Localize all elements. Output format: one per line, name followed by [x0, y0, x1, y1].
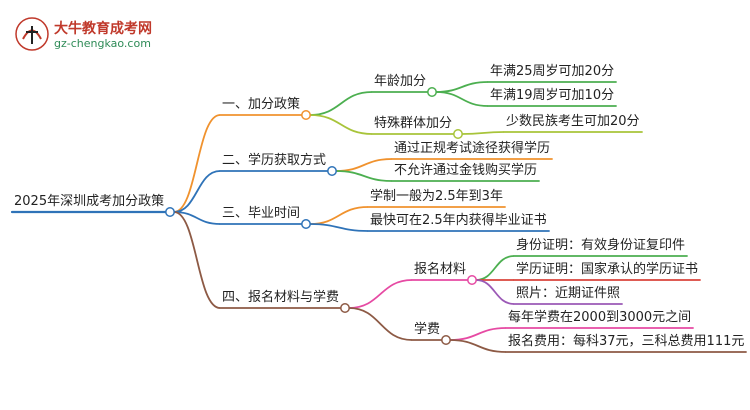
connector-b3-1-1 — [449, 339, 507, 353]
leaf-exam-fee: 报名费用：每科37元，三科总费用111元 — [508, 334, 745, 349]
connector-b1 — [173, 170, 221, 213]
connector-b3 — [173, 211, 221, 309]
connector-b0-0-0 — [435, 81, 489, 93]
leaf-no-purchase: 不允许通过金钱购买学历 — [394, 163, 538, 178]
leaf-fastest: 最快可在2.5年内获得毕业证书 — [370, 213, 547, 228]
leaf-id-proof: 身份证明：有效身份证复印件 — [516, 238, 686, 253]
brand-url: gz-chengkao.com — [54, 37, 151, 50]
leaf-age-19: 年满19周岁可加10分 — [490, 88, 615, 103]
connector-b3-0-0 — [475, 255, 515, 281]
connector-b3-1 — [348, 307, 413, 341]
connector-b3-0 — [348, 279, 413, 309]
branch-graduation-time: 三、毕业时间 — [222, 206, 301, 221]
connector-b1-0 — [335, 158, 393, 172]
brand-title: 大牛教育成考网 — [54, 21, 152, 37]
node-knob-b0-0 — [427, 87, 437, 97]
connector-b0-1 — [309, 114, 373, 135]
node-knob-b3-1 — [441, 335, 451, 345]
root-topic: 2025年深圳成考加分政策 — [14, 194, 165, 209]
branch-degree-method: 二、学历获取方式 — [222, 153, 327, 168]
node-knob-root — [165, 207, 175, 217]
node-knob-b0 — [301, 110, 311, 120]
subtopic-age-bonus: 年龄加分 — [374, 74, 427, 89]
leaf-degree-proof: 学历证明：国家承认的学历证书 — [516, 262, 699, 277]
leaf-photo: 照片：近期证件照 — [516, 286, 621, 301]
brand-logo: 大牛教育成考网 gz-chengkao.com — [14, 16, 214, 56]
connector-b0-1-0 — [461, 131, 505, 135]
leaf-annual-tuition: 每年学费在2000到3000元之间 — [508, 310, 692, 325]
node-knob-b2 — [301, 219, 311, 229]
connector-b3-0-2 — [475, 279, 515, 305]
leaf-ethnic-minority: 少数民族考生可加20分 — [506, 114, 640, 129]
node-knob-b3 — [340, 303, 350, 313]
connector-b0 — [173, 114, 221, 213]
connector-b2-1 — [309, 223, 369, 232]
connector-b1-1 — [335, 170, 393, 182]
node-knob-b1 — [327, 166, 337, 176]
subtopic-materials: 报名材料 — [414, 262, 467, 277]
node-knob-b3-0 — [467, 275, 477, 285]
branch-materials-fees: 四、报名材料与学费 — [222, 290, 340, 305]
node-knob-b0-1 — [453, 129, 463, 139]
leaf-formal-exam: 通过正规考试途径获得学历 — [394, 141, 551, 156]
leaf-duration: 学制一般为2.5年到3年 — [370, 189, 503, 204]
branch-policy: 一、加分政策 — [222, 97, 301, 112]
leaf-age-25: 年满25周岁可加20分 — [490, 64, 615, 79]
connector-b2-0 — [309, 206, 369, 225]
connector-b0-0-1 — [435, 91, 489, 107]
connector-b3-1-0 — [449, 327, 507, 341]
subtopic-tuition: 学费 — [414, 322, 441, 337]
connector-b2 — [173, 211, 221, 225]
connector-b0-0 — [309, 91, 373, 116]
subtopic-special-groups: 特殊群体加分 — [374, 116, 453, 131]
niu-logo-icon — [15, 17, 49, 51]
